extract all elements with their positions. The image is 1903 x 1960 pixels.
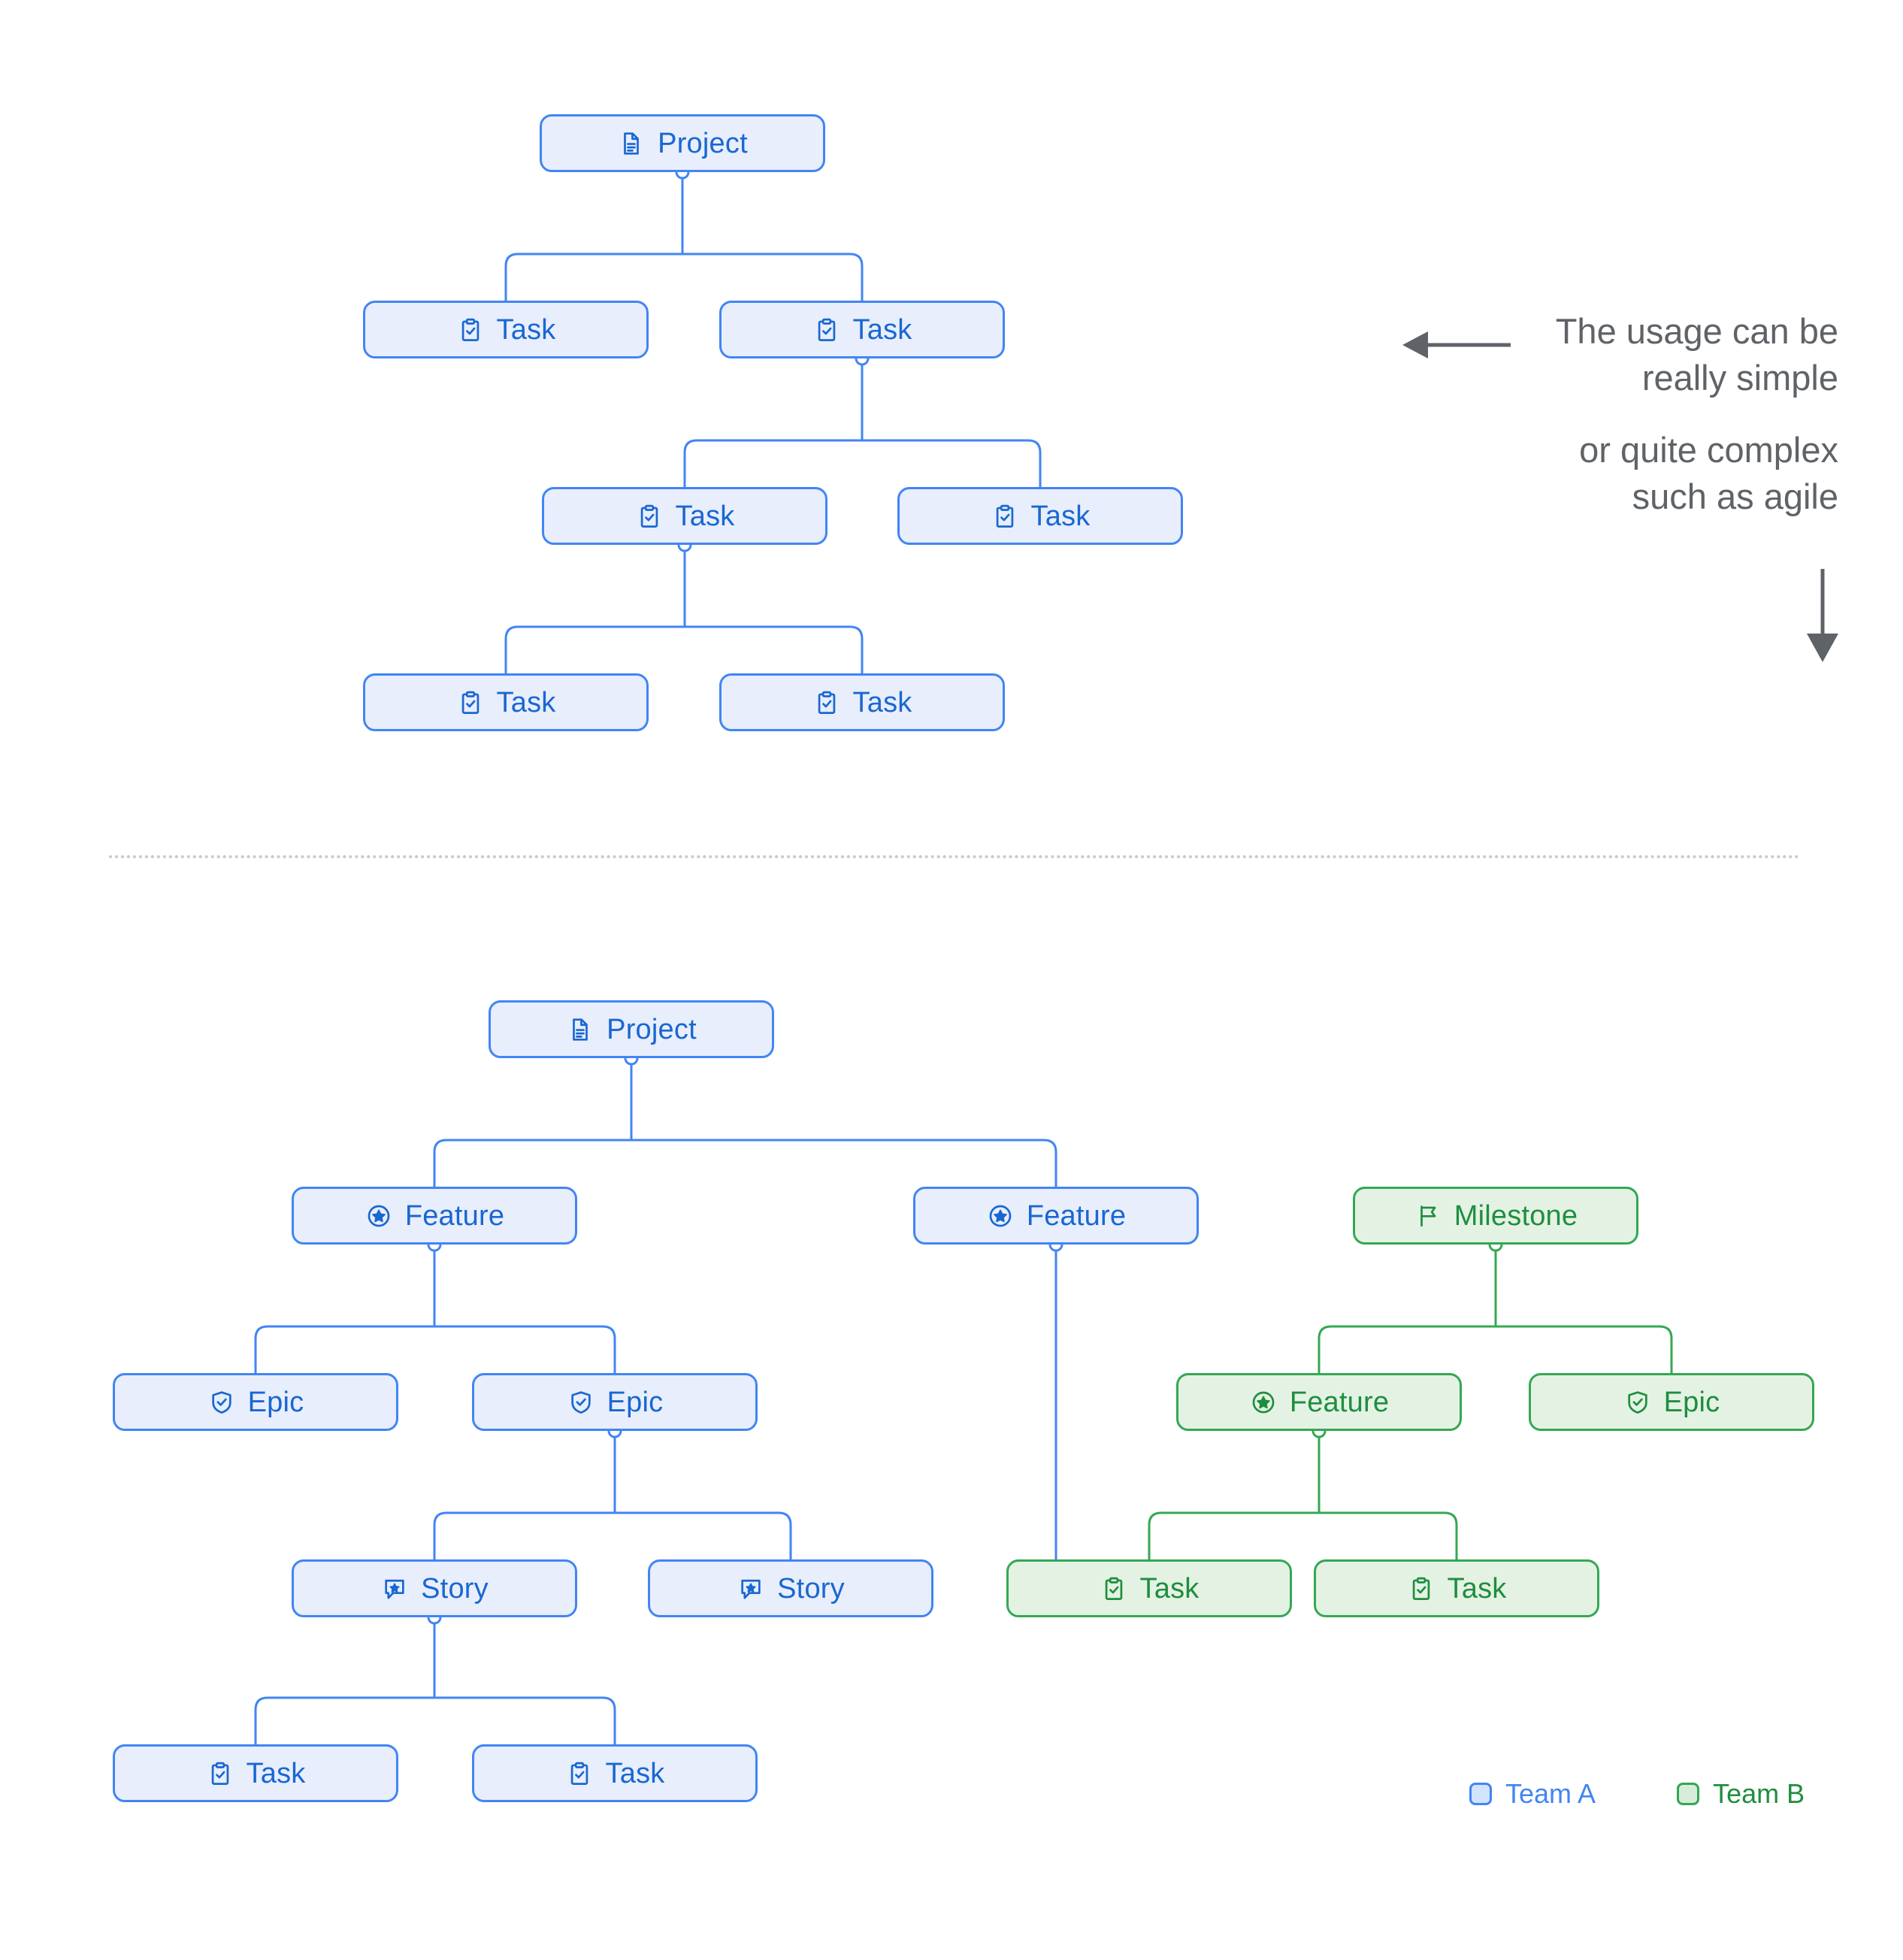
- node-task[interactable]: Task: [1006, 1559, 1292, 1617]
- annotation-line-2: really simple: [1641, 358, 1838, 398]
- clipboard-check-icon: [991, 502, 1019, 531]
- node-task[interactable]: Task: [719, 673, 1005, 731]
- clipboard-check-icon: [565, 1759, 594, 1788]
- star-circle-icon: [986, 1202, 1015, 1230]
- legend-label: Team A: [1505, 1778, 1596, 1809]
- node-task[interactable]: Task: [542, 487, 827, 545]
- node-task[interactable]: Task: [363, 301, 649, 358]
- node-label: Task: [605, 1757, 665, 1789]
- node-label: Task: [852, 686, 912, 718]
- node-label: Epic: [1663, 1386, 1720, 1418]
- annotation-line-3: or quite complex: [1579, 430, 1838, 470]
- node-project[interactable]: Project: [540, 114, 825, 172]
- node-label: Project: [607, 1013, 697, 1045]
- connector-line: [683, 439, 1042, 487]
- node-feature[interactable]: Feature: [292, 1187, 577, 1245]
- flag-icon: [1414, 1202, 1442, 1230]
- star-circle-icon: [1249, 1388, 1278, 1417]
- section-divider: [109, 855, 1800, 858]
- legend-item-team-a[interactable]: Team A: [1469, 1778, 1596, 1810]
- node-label: Story: [421, 1572, 489, 1605]
- node-label: Task: [1447, 1572, 1507, 1605]
- connector-line: [433, 1511, 792, 1559]
- connector-line: [433, 1139, 1057, 1187]
- connector-line: [1318, 1325, 1673, 1373]
- node-task[interactable]: Task: [1314, 1559, 1599, 1617]
- document-icon: [617, 129, 646, 158]
- node-task[interactable]: Task: [472, 1744, 758, 1802]
- node-feature[interactable]: Feature: [1176, 1373, 1462, 1431]
- connector-line: [254, 1325, 616, 1373]
- star-circle-icon: [365, 1202, 393, 1230]
- node-label: Feature: [1289, 1386, 1390, 1418]
- node-label: Task: [496, 686, 556, 718]
- node-epic[interactable]: Epic: [1529, 1373, 1814, 1431]
- node-task[interactable]: Task: [363, 673, 649, 731]
- node-task[interactable]: Task: [897, 487, 1183, 545]
- shield-check-icon: [567, 1388, 595, 1417]
- node-task[interactable]: Task: [719, 301, 1005, 358]
- document-icon: [566, 1015, 594, 1044]
- legend-item-team-b[interactable]: Team B: [1677, 1778, 1805, 1810]
- shield-check-icon: [207, 1388, 236, 1417]
- node-label: Task: [496, 313, 556, 346]
- clipboard-check-icon: [812, 316, 841, 344]
- node-label: Project: [658, 127, 748, 159]
- connector-line: [254, 1696, 616, 1744]
- node-project[interactable]: Project: [489, 1000, 774, 1058]
- connector-line: [1148, 1511, 1458, 1559]
- annotation-text: The usage can be really simple or quite …: [1052, 308, 1838, 520]
- node-feature[interactable]: Feature: [913, 1187, 1199, 1245]
- node-label: Task: [1139, 1572, 1200, 1605]
- node-label: Feature: [1026, 1199, 1127, 1232]
- square-swatch-icon: [1677, 1783, 1700, 1805]
- node-label: Task: [1030, 500, 1091, 532]
- node-story[interactable]: Story: [292, 1559, 577, 1617]
- annotation-line-4: such as agile: [1632, 476, 1838, 517]
- chat-star-icon: [380, 1574, 409, 1603]
- node-label: Task: [852, 313, 912, 346]
- legend-label: Team B: [1713, 1778, 1805, 1809]
- clipboard-check-icon: [206, 1759, 234, 1788]
- node-label: Epic: [607, 1386, 664, 1418]
- node-label: Feature: [404, 1199, 505, 1232]
- node-story[interactable]: Story: [648, 1559, 933, 1617]
- team-legend: Team A Team B: [1469, 1778, 1805, 1810]
- clipboard-check-icon: [812, 688, 841, 717]
- clipboard-check-icon: [1407, 1574, 1436, 1603]
- node-label: Milestone: [1454, 1199, 1578, 1232]
- node-label: Epic: [247, 1386, 304, 1418]
- clipboard-check-icon: [1100, 1574, 1128, 1603]
- square-swatch-icon: [1469, 1783, 1492, 1805]
- connector-line: [504, 625, 864, 673]
- node-epic[interactable]: Epic: [113, 1373, 398, 1431]
- clipboard-check-icon: [456, 316, 485, 344]
- node-label: Task: [675, 500, 735, 532]
- arrow-down-icon: [1807, 569, 1838, 662]
- shield-check-icon: [1623, 1388, 1652, 1417]
- node-epic[interactable]: Epic: [472, 1373, 758, 1431]
- node-task[interactable]: Task: [113, 1744, 398, 1802]
- chat-star-icon: [737, 1574, 765, 1603]
- connector-line: [504, 253, 864, 301]
- clipboard-check-icon: [456, 688, 485, 717]
- node-milestone[interactable]: Milestone: [1353, 1187, 1638, 1245]
- annotation-line-1: The usage can be: [1555, 311, 1838, 351]
- node-label: Task: [246, 1757, 306, 1789]
- arrow-left-icon: [1402, 331, 1511, 358]
- node-label: Story: [777, 1572, 845, 1605]
- clipboard-check-icon: [635, 502, 664, 531]
